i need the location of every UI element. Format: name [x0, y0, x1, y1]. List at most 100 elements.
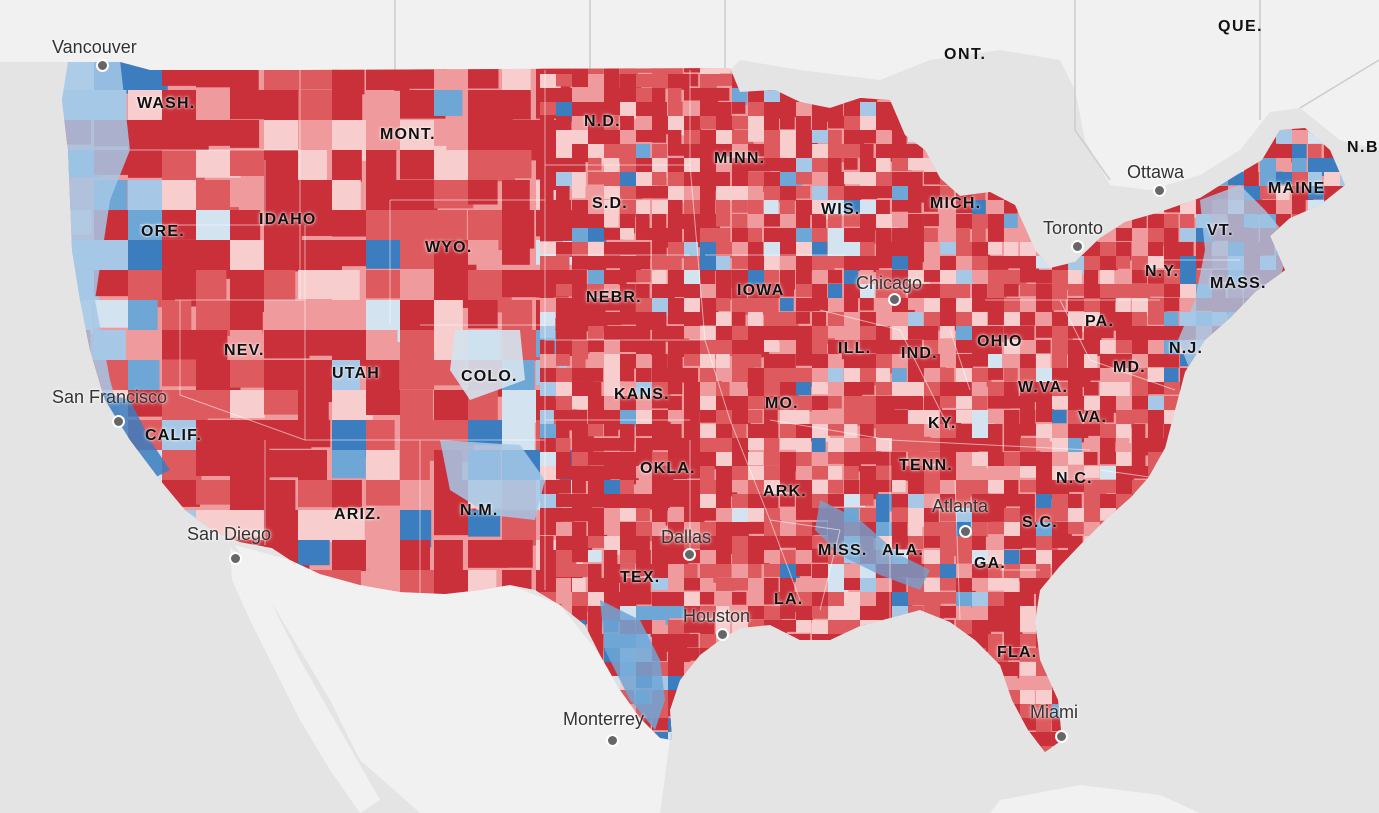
county-cell	[636, 284, 650, 299]
county-cell	[1052, 340, 1069, 355]
county-cell	[668, 340, 688, 358]
county-cell	[716, 508, 734, 520]
county-cell	[908, 298, 930, 310]
county-cell	[764, 200, 779, 217]
county-cell	[556, 270, 574, 289]
county-cell	[748, 298, 767, 315]
county-cell	[636, 144, 651, 159]
county-cell	[844, 592, 860, 610]
county-cell	[588, 74, 607, 91]
county-cell	[796, 144, 816, 163]
county-cell	[572, 536, 593, 551]
county-cell	[652, 452, 674, 470]
county-cell	[892, 410, 908, 428]
county-cell	[556, 522, 572, 540]
county-cell	[828, 116, 847, 129]
county-cell	[604, 508, 621, 524]
state-label-va: VA.	[1078, 409, 1108, 426]
county-cell	[732, 536, 754, 555]
county-cell	[828, 494, 847, 507]
county-cell	[764, 536, 780, 552]
city-label-dallas: Dallas	[661, 527, 712, 547]
county-cell	[230, 390, 265, 419]
county-cell	[988, 620, 1011, 632]
city-label-toronto: Toronto	[1043, 218, 1104, 238]
county-cell	[1340, 172, 1345, 189]
county-cell	[366, 480, 401, 506]
county-cell	[1068, 298, 1089, 311]
county-cell	[1052, 382, 1069, 398]
county-cell	[908, 396, 924, 413]
county-cell	[988, 256, 1009, 270]
county-cell	[700, 298, 719, 315]
state-label-vt: VT.	[1207, 222, 1234, 239]
county-cell	[860, 368, 881, 386]
county-cell	[588, 256, 607, 271]
black-belt-blue	[815, 500, 930, 590]
county-cell	[716, 102, 732, 119]
county-cell	[1004, 256, 1022, 269]
county-cell	[1036, 382, 1058, 398]
county-cell	[652, 522, 666, 537]
county-cell	[1164, 214, 1179, 230]
county-cell	[556, 116, 572, 131]
county-cell	[1036, 312, 1052, 328]
county-cell	[748, 410, 763, 424]
county-cell	[748, 186, 764, 201]
county-cell	[298, 390, 329, 424]
county-cell	[604, 228, 624, 240]
county-cell	[1164, 340, 1181, 356]
county-cell	[908, 536, 924, 550]
county-cell	[860, 158, 881, 173]
county-cell	[1116, 270, 1136, 289]
county-cell	[876, 424, 897, 439]
county-cell	[972, 424, 992, 441]
county-cell	[700, 158, 721, 175]
county-cell	[796, 424, 815, 442]
county-cell	[700, 466, 715, 483]
county-cell	[860, 410, 877, 429]
county-cell	[1132, 242, 1148, 256]
county-cell	[748, 536, 766, 554]
county-cell	[1148, 354, 1166, 367]
state-label-la: LA.	[774, 591, 804, 608]
county-cell	[908, 200, 922, 213]
county-cell	[988, 578, 1005, 591]
county-cell	[604, 452, 625, 469]
county-cell	[1052, 550, 1070, 565]
county-cell	[988, 592, 1004, 611]
county-cell	[780, 242, 801, 257]
county-cell	[988, 326, 1004, 343]
county-cell	[892, 186, 912, 204]
county-cell	[366, 390, 406, 416]
county-cell	[1084, 466, 1100, 478]
county-cell	[502, 270, 538, 298]
county-cell	[812, 438, 826, 456]
county-cell	[812, 298, 830, 312]
city-dot-ottawa	[1153, 184, 1166, 197]
county-cell	[812, 158, 831, 176]
county-cell	[860, 116, 879, 132]
county-cell	[1020, 620, 1038, 633]
county-cell	[908, 452, 927, 470]
county-cell	[400, 180, 438, 211]
county-cell	[716, 466, 735, 483]
county-cell	[620, 340, 639, 352]
county-cell	[764, 466, 782, 485]
county-cell	[796, 508, 819, 520]
county-cell	[572, 368, 594, 382]
county-cell	[876, 452, 893, 466]
county-cell	[502, 90, 531, 120]
city-dot-monterrey	[606, 734, 619, 747]
county-cell	[1116, 298, 1131, 314]
county-cell	[1100, 284, 1120, 303]
county-cell	[332, 270, 360, 301]
county-cell	[812, 228, 828, 243]
city-label-atlanta: Atlanta	[932, 496, 989, 516]
county-cell	[1036, 270, 1052, 284]
county-cell	[620, 130, 639, 145]
county-cell	[652, 298, 673, 316]
county-cell	[620, 102, 638, 119]
county-cell	[1020, 312, 1036, 326]
